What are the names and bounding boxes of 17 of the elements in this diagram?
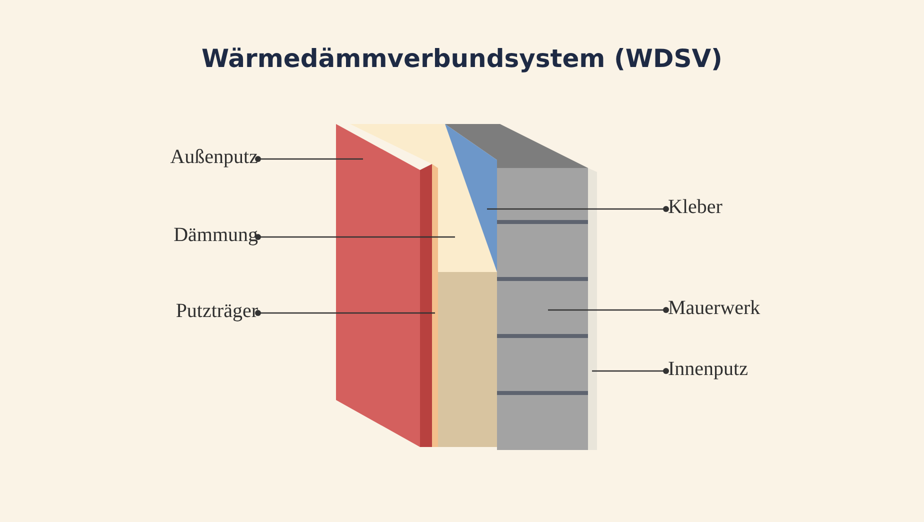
outer-plaster-layer xyxy=(336,124,432,447)
leader-line xyxy=(548,307,669,313)
insulation-layer xyxy=(350,124,497,447)
part-label: Kleber xyxy=(668,196,722,222)
part-label: Mauerwerk xyxy=(668,297,760,323)
part-label: Innenputz xyxy=(668,358,748,384)
inner-plaster-layer xyxy=(588,168,597,450)
leader-line xyxy=(255,234,455,240)
part-label: Außenputz xyxy=(170,146,258,172)
part-label: Putzträger xyxy=(176,300,258,326)
brick-wall xyxy=(445,124,588,450)
leader-line xyxy=(487,206,669,212)
leader-line xyxy=(592,368,669,374)
leader-line xyxy=(255,156,363,162)
leader-line xyxy=(255,310,435,316)
title: Wärmedämmverbundsystem (WDSV) xyxy=(200,44,724,73)
part-label: Dämmung xyxy=(174,224,258,250)
